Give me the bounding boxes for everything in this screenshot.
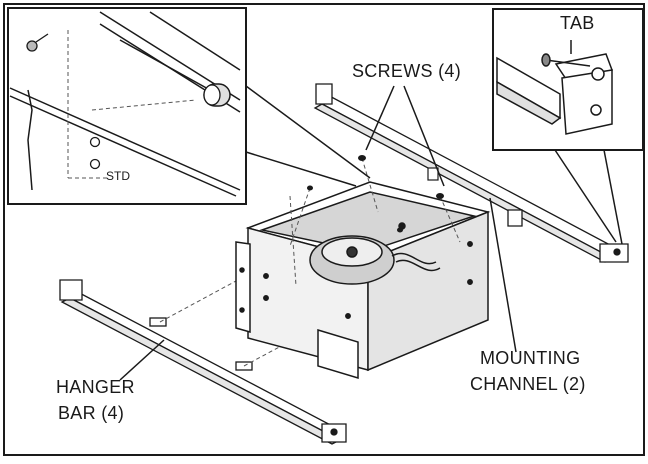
detail-inset-screw xyxy=(7,7,247,205)
hanger-callout-line xyxy=(119,339,165,381)
channel-attach-lines xyxy=(289,157,461,287)
hanger-label-line1: HANGER xyxy=(56,377,135,397)
inset-leader-lines xyxy=(245,85,371,187)
hanger-bar xyxy=(59,279,347,445)
screw-icon xyxy=(26,33,49,52)
fan-housing xyxy=(235,181,491,380)
mounting-label-line2: CHANNEL (2) xyxy=(470,374,586,394)
tab-label: TAB xyxy=(560,13,595,33)
screws-callout-lines xyxy=(365,85,445,187)
mounting-label-line1: MOUNTING xyxy=(480,348,581,368)
std-label: STD xyxy=(106,169,130,183)
mounting-callout-line xyxy=(489,197,517,353)
tab-leader-lines xyxy=(554,149,623,245)
mounting-channel xyxy=(313,83,629,263)
hanger-label-line2: BAR (4) xyxy=(58,403,125,423)
detail-inset-tab xyxy=(492,8,644,151)
screws-label: SCREWS (4) xyxy=(352,61,462,81)
screw-markers xyxy=(307,155,444,233)
